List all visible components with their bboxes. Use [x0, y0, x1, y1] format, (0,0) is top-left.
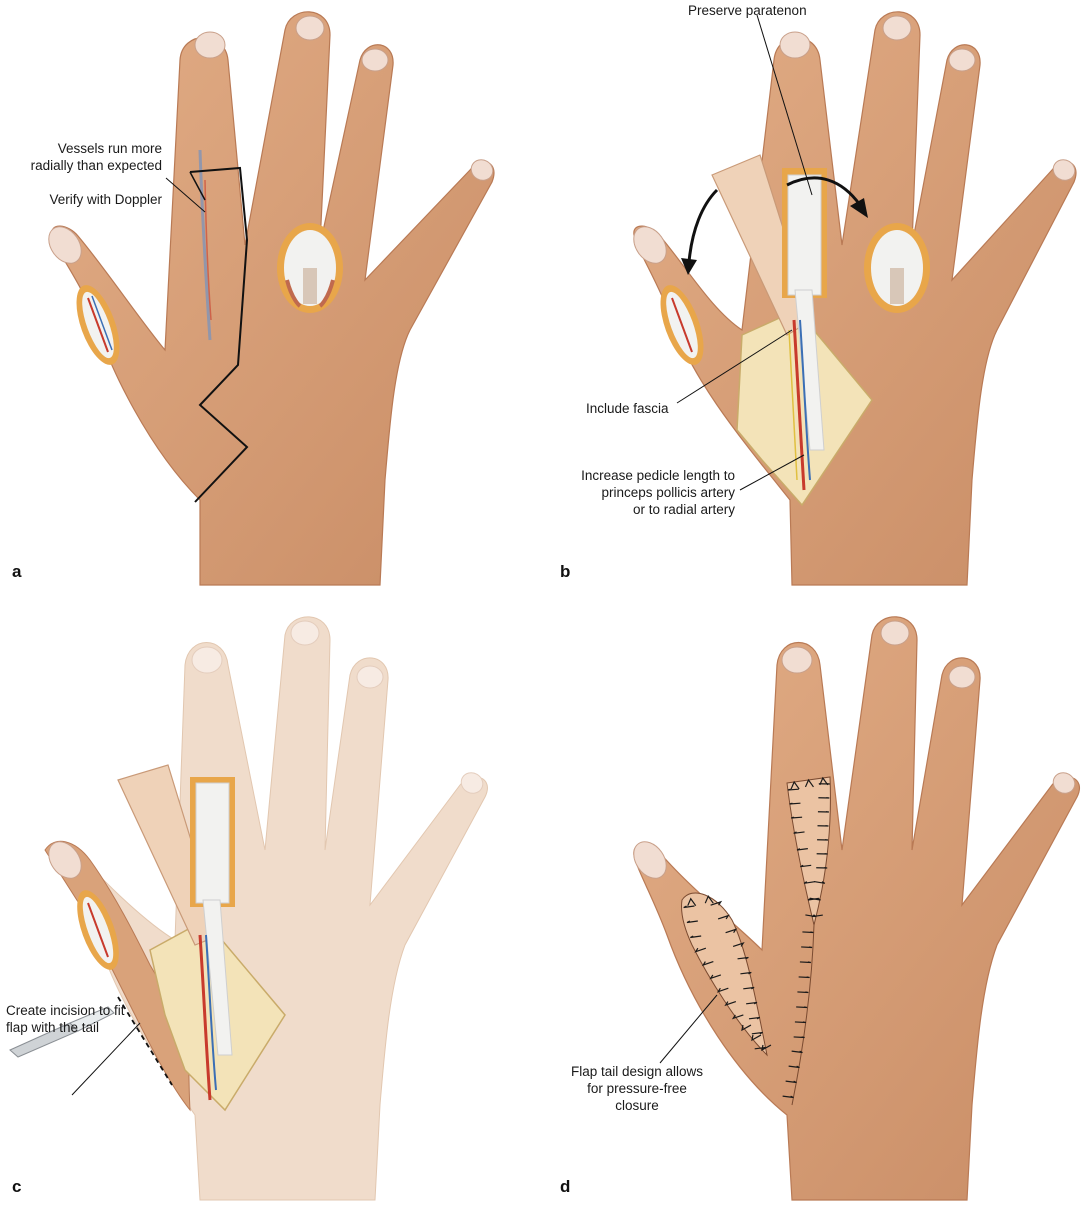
suture-mark [793, 1036, 805, 1039]
suture-mark [791, 1050, 803, 1054]
suture-mark [686, 920, 698, 924]
suture-mark [751, 1031, 763, 1035]
annotation-incision-line2: flap with the tail [6, 1020, 100, 1035]
suture-mark [798, 976, 810, 979]
suture-mark [789, 802, 801, 805]
suture-mark [794, 1021, 806, 1024]
hand-illustration-c [9, 616, 488, 1201]
panel-a: Vessels run more radially than expected … [0, 0, 542, 605]
suture-mark [790, 780, 800, 790]
suture-mark [732, 942, 745, 948]
suture-mark [811, 914, 823, 918]
suture-mark [751, 1034, 762, 1042]
suture-mark [740, 971, 752, 975]
suture-mark [717, 914, 730, 920]
annotation-vessels-line1: Vessels run more [57, 141, 162, 156]
suture-mark [788, 1065, 800, 1069]
annotation-pedicle-line2: princeps pollicis artery [601, 485, 735, 500]
panel-letter-b: b [560, 562, 571, 581]
hand-illustration-a [48, 11, 495, 586]
suture-mark [793, 831, 805, 834]
suture-mark [690, 935, 702, 939]
annotation-vessels-line2: radially than expected [30, 158, 162, 173]
suture-mark [716, 987, 729, 993]
suture-mark [731, 1014, 744, 1020]
annotation-preserve-paratenon: Preserve paratenon [688, 3, 807, 18]
suture-mark [709, 974, 722, 980]
suture-mark [799, 961, 811, 964]
suture-mark [782, 1095, 794, 1099]
panel-letter-d: d [560, 1177, 571, 1196]
suture-mark [819, 776, 829, 786]
suture-mark [807, 897, 819, 901]
panel-letter-c: c [12, 1177, 22, 1196]
annotation-flap-tail-line1: Flap tail design allows [570, 1064, 704, 1079]
suture-mark [724, 1000, 737, 1007]
suture-mark [785, 1080, 797, 1084]
suture-mark [743, 986, 755, 990]
annotation-pedicle-line1: Increase pedicle length to [581, 468, 735, 483]
suture-mark [801, 946, 813, 949]
suture-mark [725, 928, 738, 934]
hand-illustration-d [633, 616, 1080, 1201]
suture-mark [804, 778, 814, 788]
annotation-pedicle-line3: or to radial artery [632, 502, 735, 517]
suture-mark [797, 991, 809, 994]
panel-b: Preserve paratenon Include fascia Increa… [542, 0, 1084, 605]
suture-mark [791, 816, 803, 819]
suture-mark [683, 905, 695, 909]
panel-d: Flap tail design allows for pressure-fre… [542, 605, 1084, 1210]
suture-mark [687, 897, 697, 907]
panel-c: Create incision to fit flap with the tai… [0, 605, 542, 1210]
suture-mark [761, 1044, 772, 1052]
panel-letter-a: a [12, 562, 22, 581]
suture-mark [803, 881, 815, 884]
hand-illustration-b [633, 11, 1077, 586]
suture-mark [802, 931, 814, 934]
suture-mark [704, 895, 714, 904]
suture-mark [701, 960, 714, 967]
suture-mark [796, 848, 808, 851]
suture-mark [787, 788, 799, 791]
annotation-include-fascia: Include fascia [586, 401, 669, 416]
annotation-doppler: Verify with Doppler [49, 192, 162, 207]
suture-mark [710, 900, 723, 906]
suture-mark [737, 956, 749, 960]
annotation-flap-tail-line3: closure [615, 1098, 659, 1113]
suture-mark [800, 864, 812, 868]
suture-mark [746, 1001, 758, 1005]
annotation-flap-tail-line2: for pressure-free [587, 1081, 687, 1096]
annotation-incision-line1: Create incision to fit [6, 1003, 125, 1018]
suture-mark [813, 880, 826, 884]
suture-mark [796, 1006, 808, 1009]
suture-mark [741, 1024, 752, 1032]
suture-mark [748, 1016, 761, 1020]
suture-mark [694, 947, 707, 953]
